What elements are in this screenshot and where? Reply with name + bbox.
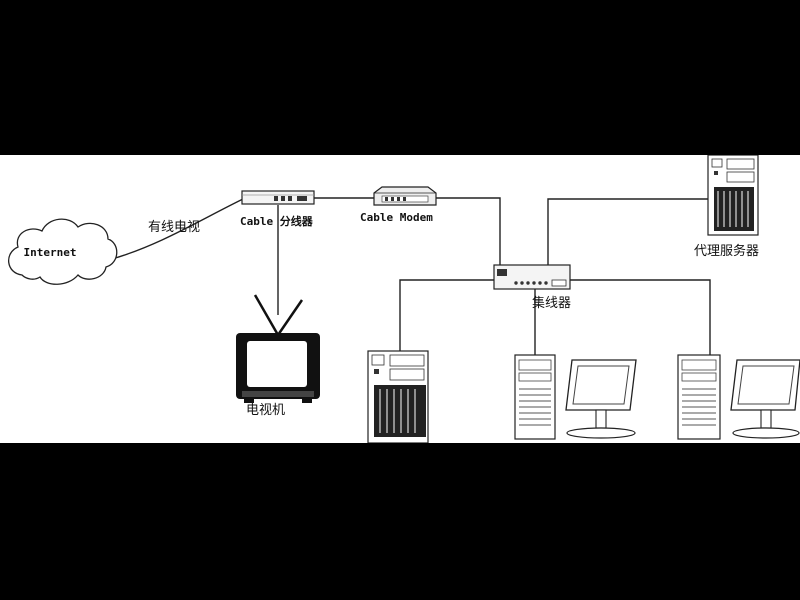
diagram-canvas: Internet 有线电视 Cable 分线器 Cable Modem 代理服务… bbox=[8, 155, 800, 443]
cable-tv-label: 有线电视 bbox=[148, 220, 200, 235]
internet-cloud: Internet bbox=[8, 218, 118, 285]
monitor-icon bbox=[730, 359, 800, 439]
cloud-icon bbox=[8, 218, 118, 285]
pc-tower-icon bbox=[677, 354, 721, 440]
television-icon bbox=[236, 294, 320, 403]
modem-to-hub-line bbox=[435, 197, 501, 268]
monitor-icon bbox=[565, 359, 637, 439]
cable-splitter-label: Cable 分线器 bbox=[240, 214, 314, 228]
hub-to-left-server-line bbox=[399, 279, 495, 351]
proxy-server-label: 代理服务器 bbox=[694, 243, 759, 259]
internet-to-splitter-line bbox=[111, 198, 244, 260]
hub-label: 集线器 bbox=[532, 295, 571, 311]
server-tower-icon bbox=[367, 350, 429, 443]
cable-modem-label: Cable Modem bbox=[360, 211, 433, 224]
pc-tower-icon bbox=[514, 354, 556, 440]
cable-modem bbox=[373, 186, 437, 206]
network-diagram: Internet 有线电视 Cable 分线器 Cable Modem 代理服务… bbox=[0, 155, 800, 443]
connection-lines bbox=[111, 197, 711, 355]
hub-to-right-pc-line bbox=[568, 279, 711, 355]
hub-to-proxy-line bbox=[547, 198, 708, 268]
cable-splitter bbox=[241, 190, 315, 205]
hub bbox=[493, 264, 571, 290]
internet-label: Internet bbox=[24, 246, 77, 259]
television-label: 电视机 bbox=[246, 403, 285, 418]
proxy-server-icon bbox=[707, 155, 759, 236]
